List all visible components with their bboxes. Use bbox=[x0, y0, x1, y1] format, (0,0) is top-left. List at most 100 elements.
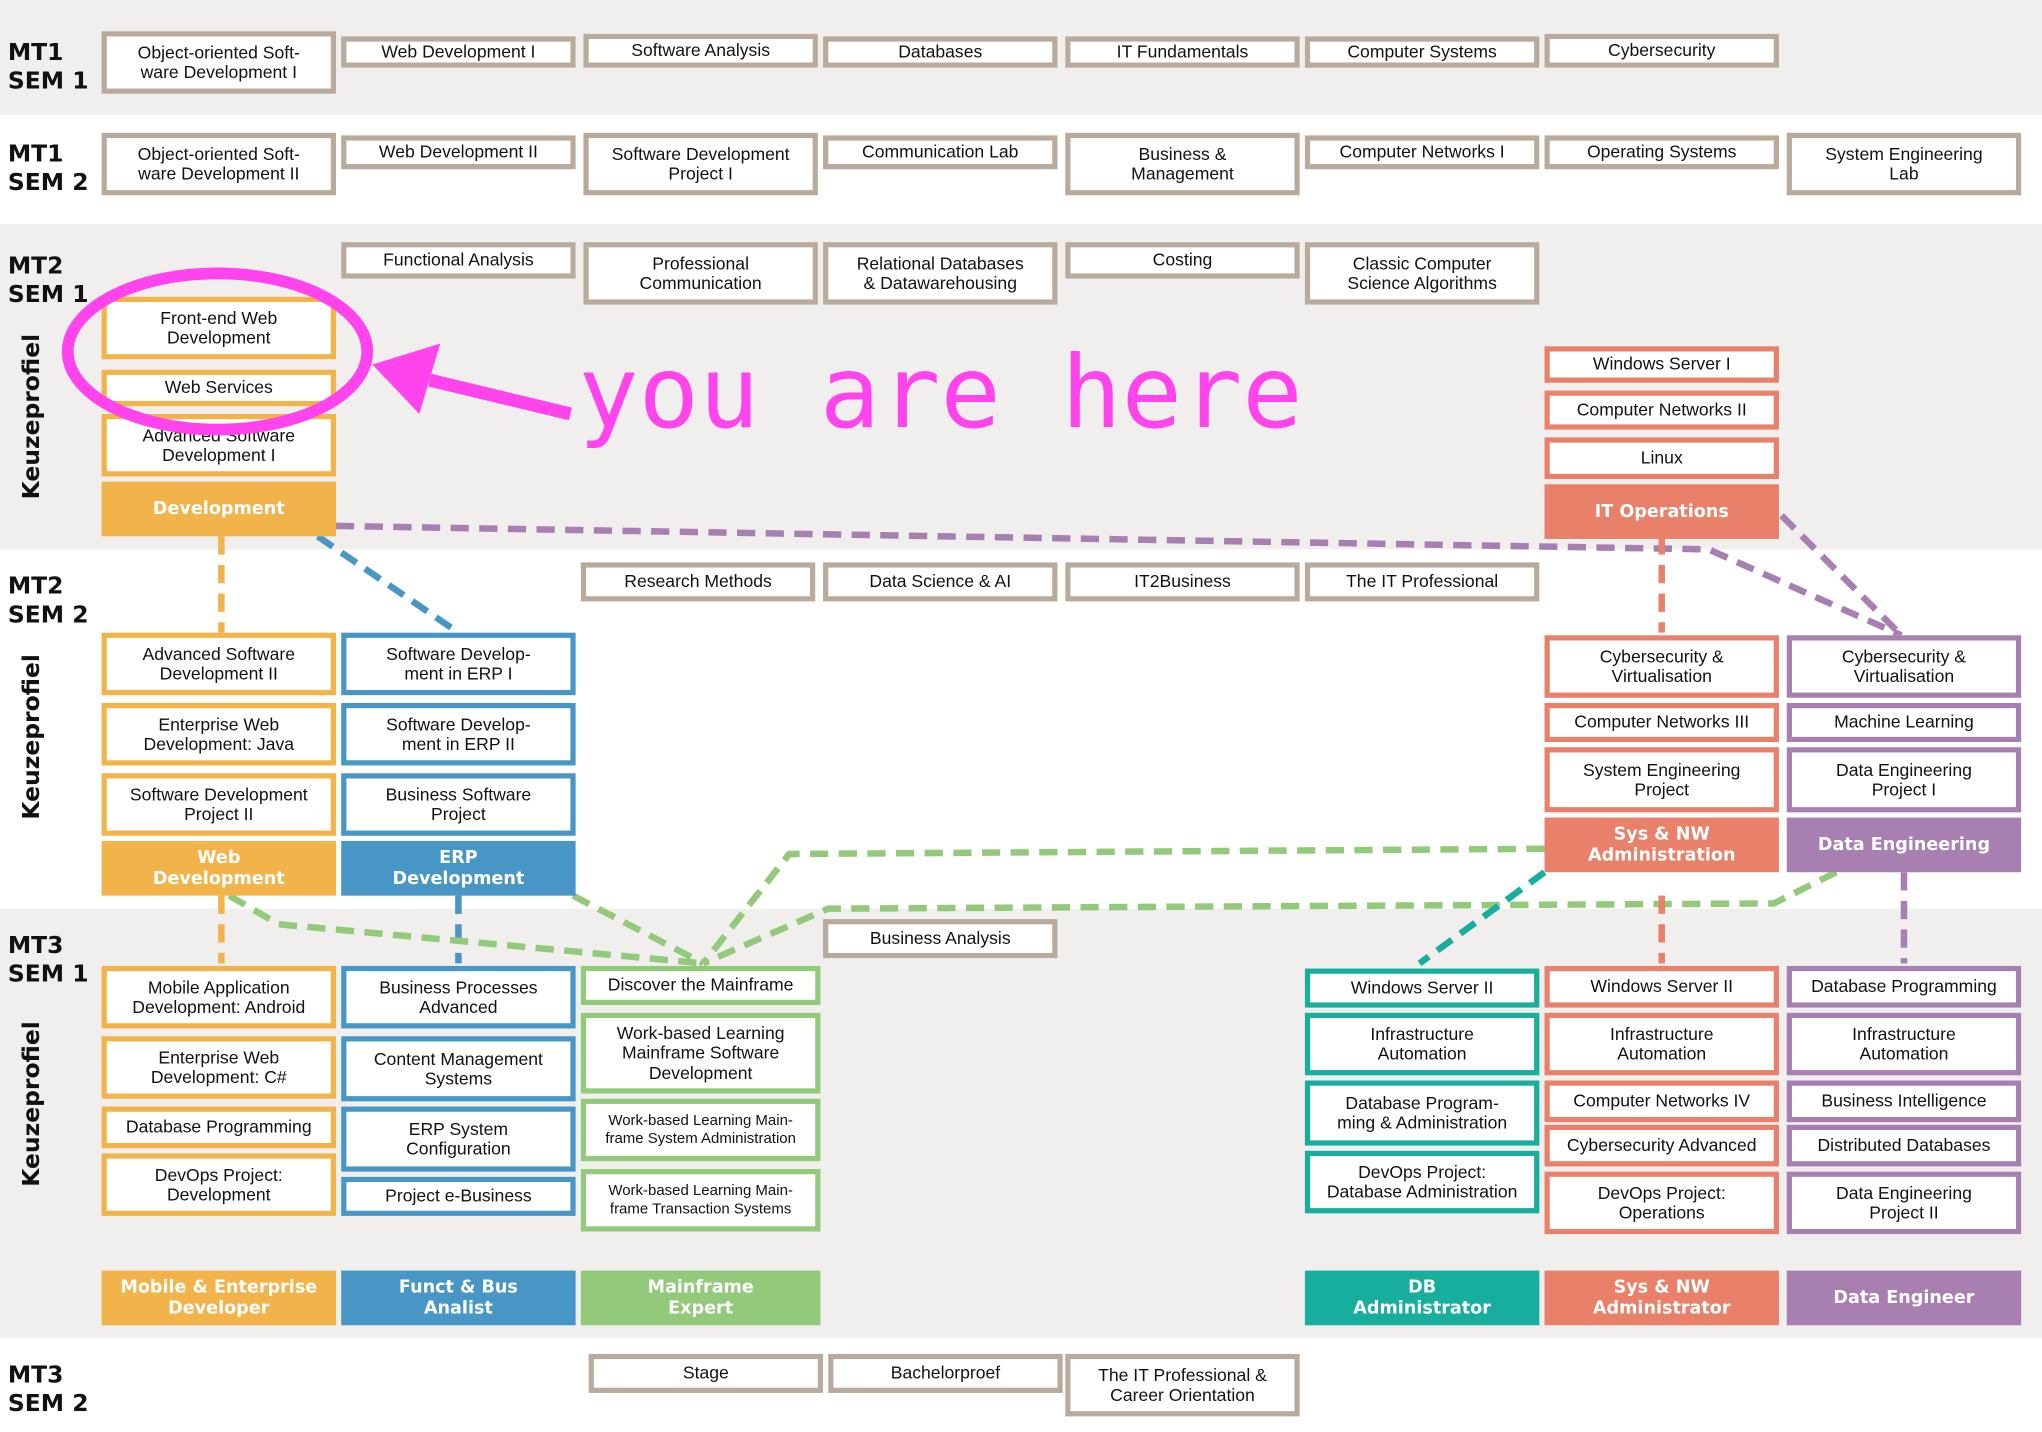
course-box-front-end-web-development: Front-end Web Development bbox=[101, 296, 336, 360]
semester-label-mt1s2: MT1 SEM 2 bbox=[7, 140, 89, 197]
connector-sysnw-to-mainframe bbox=[700, 845, 1545, 966]
course-box-database-program-ming-administration: Database Program- ming & Administration bbox=[1304, 1080, 1540, 1146]
course-box-cybersecurity-virtualisation: Cybersecurity & Virtualisation bbox=[1544, 635, 1779, 698]
outcome-role-db-administrator: DB Administrator bbox=[1304, 1270, 1540, 1326]
course-box-erp-system-configuration: ERP System Configuration bbox=[341, 1106, 576, 1172]
course-box-data-engineering-project-i: Data Engineering Project I bbox=[1786, 747, 2022, 813]
course-box-software-analysis: Software Analysis bbox=[583, 33, 818, 68]
course-box-software-development-project-ii: Software Development Project II bbox=[101, 773, 336, 836]
course-box-the-it-professional: The IT Professional bbox=[1304, 562, 1540, 602]
outcome-role-mainframe-expert: Mainframe Expert bbox=[580, 1270, 821, 1326]
course-box-content-management-systems: Content Management Systems bbox=[341, 1036, 576, 1102]
arrow-shaft bbox=[428, 373, 572, 421]
connector-erp-to-mainframe bbox=[571, 892, 705, 967]
course-box-business-processes-advanced: Business Processes Advanced bbox=[341, 965, 576, 1029]
outcome-role-funct-bus-analist: Funct & Bus Analist bbox=[341, 1270, 576, 1326]
course-box-computer-systems: Computer Systems bbox=[1304, 36, 1540, 68]
semester-label-mt3s1: MT3 SEM 1 bbox=[7, 932, 89, 989]
course-box-enterprise-web-development-java: Enterprise Web Development: Java bbox=[101, 702, 336, 766]
course-box-infrastructure-automation: Infrastructure Automation bbox=[1786, 1012, 2022, 1076]
course-box-system-engineering-lab: System Engineering Lab bbox=[1786, 132, 2022, 196]
semester-label-mt3s2: MT3 SEM 2 bbox=[7, 1361, 89, 1418]
you-are-here-text: you are here bbox=[578, 335, 1303, 452]
course-box-enterprise-web-development-c: Enterprise Web Development: C# bbox=[101, 1036, 336, 1099]
course-box-work-based-learning-mainframe-software-development: Work-based Learning Mainframe Software D… bbox=[580, 1012, 821, 1094]
course-box-database-programming: Database Programming bbox=[101, 1106, 336, 1149]
course-box-database-programming: Database Programming bbox=[1786, 965, 2022, 1008]
course-box-web-development-i: Web Development I bbox=[341, 36, 576, 68]
course-box-linux: Linux bbox=[1544, 437, 1779, 480]
course-box-databases: Databases bbox=[823, 36, 1058, 68]
semester-label-mt2s2: MT2 SEM 2 bbox=[7, 572, 89, 629]
course-box-windows-server-ii: Windows Server II bbox=[1304, 968, 1540, 1008]
course-box-software-development-project-i: Software Development Project I bbox=[583, 132, 818, 196]
course-box-software-develop-ment-in-erp-i: Software Develop- ment in ERP I bbox=[341, 632, 576, 696]
connector-data-eng-to-mainframe bbox=[701, 869, 1838, 967]
arrow-head-icon bbox=[372, 343, 441, 414]
course-box-advanced-software-development-ii: Advanced Software Development II bbox=[101, 632, 336, 696]
course-box-devops-project-development: DevOps Project: Development bbox=[101, 1153, 336, 1216]
course-box-bachelorproef: Bachelorproef bbox=[828, 1353, 1063, 1393]
course-box-business-analysis: Business Analysis bbox=[823, 919, 1058, 959]
course-box-windows-server-i: Windows Server I bbox=[1544, 346, 1779, 383]
track-header-erp-development: ERP Development bbox=[341, 840, 576, 896]
course-box-cybersecurity-advanced: Cybersecurity Advanced bbox=[1544, 1124, 1779, 1167]
course-box-cybersecurity-virtualisation: Cybersecurity & Virtualisation bbox=[1786, 635, 2022, 698]
course-box-functional-analysis: Functional Analysis bbox=[341, 242, 576, 279]
course-box-business-intelligence: Business Intelligence bbox=[1786, 1080, 2022, 1123]
course-box-professional-communication: Professional Communication bbox=[583, 242, 818, 305]
course-box-computer-networks-iii: Computer Networks III bbox=[1544, 702, 1779, 743]
course-box-operating-systems: Operating Systems bbox=[1544, 135, 1779, 170]
course-box-software-develop-ment-in-erp-ii: Software Develop- ment in ERP II bbox=[341, 702, 576, 766]
course-box-classic-computer-science-algorithms: Classic Computer Science Algorithms bbox=[1304, 242, 1540, 305]
course-box-business-management: Business & Management bbox=[1065, 132, 1300, 196]
semester-label-mt1s1: MT1 SEM 1 bbox=[7, 39, 89, 96]
course-box-research-methods: Research Methods bbox=[580, 562, 816, 602]
track-header-web-development: Web Development bbox=[101, 840, 336, 896]
track-header-sys-nw-administration: Sys & NW Administration bbox=[1544, 817, 1779, 873]
course-box-project-e-business: Project e-Business bbox=[341, 1176, 576, 1216]
course-box-data-science-ai: Data Science & AI bbox=[823, 562, 1058, 602]
course-box-costing: Costing bbox=[1065, 242, 1300, 279]
semester-label-mt2s1: MT2 SEM 1 bbox=[7, 252, 89, 309]
course-box-distributed-databases: Distributed Databases bbox=[1786, 1124, 2022, 1167]
course-box-computer-networks-iv: Computer Networks IV bbox=[1544, 1080, 1779, 1123]
outcome-role-sys-nw-administrator: Sys & NW Administrator bbox=[1544, 1270, 1779, 1326]
course-box-it-fundamentals: IT Fundamentals bbox=[1065, 36, 1300, 68]
course-box-mobile-application-development-android: Mobile Application Development: Android bbox=[101, 965, 336, 1029]
course-box-work-based-learning-main-frame-system-administration: Work-based Learning Main- frame System A… bbox=[580, 1098, 821, 1162]
track-header-data-engineering: Data Engineering bbox=[1786, 817, 2022, 873]
course-box-web-services: Web Services bbox=[101, 369, 336, 407]
course-box-work-based-learning-main-frame-transaction-systems: Work-based Learning Main- frame Transact… bbox=[580, 1169, 821, 1232]
course-box-it2business: IT2Business bbox=[1065, 562, 1300, 602]
course-box-communication-lab: Communication Lab bbox=[823, 135, 1058, 170]
track-header-it-operations: IT Operations bbox=[1544, 484, 1779, 539]
course-box-relational-databases-datawarehousing: Relational Databases & Datawarehousing bbox=[823, 242, 1058, 305]
course-box-infrastructure-automation: Infrastructure Automation bbox=[1304, 1012, 1540, 1076]
course-box-devops-project-database-administration: DevOps Project: Database Administration bbox=[1304, 1150, 1540, 1214]
outcome-role-mobile-enterprise-developer: Mobile & Enterprise Developer bbox=[101, 1270, 336, 1326]
course-box-web-development-ii: Web Development II bbox=[341, 135, 576, 170]
course-box-object-oriented-soft-ware-development-ii: Object-oriented Soft- ware Development I… bbox=[101, 132, 336, 196]
course-box-object-oriented-soft-ware-development-i: Object-oriented Soft- ware Development I bbox=[101, 31, 336, 94]
course-box-devops-project-operations: DevOps Project: Operations bbox=[1544, 1171, 1779, 1235]
course-box-discover-the-mainframe: Discover the Mainframe bbox=[580, 965, 821, 1006]
track-header-development: Development bbox=[101, 481, 336, 537]
outcome-role-data-engineer: Data Engineer bbox=[1786, 1270, 2022, 1326]
course-box-windows-server-ii: Windows Server II bbox=[1544, 965, 1779, 1008]
connector-sysnw-to-db-admin bbox=[1417, 869, 1547, 966]
course-box-machine-learning: Machine Learning bbox=[1786, 702, 2022, 743]
course-box-cybersecurity: Cybersecurity bbox=[1544, 33, 1779, 68]
course-box-system-engineering-project: System Engineering Project bbox=[1544, 747, 1779, 813]
course-box-computer-networks-ii: Computer Networks II bbox=[1544, 390, 1779, 430]
course-box-computer-networks-i: Computer Networks I bbox=[1304, 135, 1540, 170]
highlight-circle bbox=[61, 267, 374, 436]
course-box-stage: Stage bbox=[588, 1353, 824, 1393]
course-box-business-software-project: Business Software Project bbox=[341, 773, 576, 836]
course-box-infrastructure-automation: Infrastructure Automation bbox=[1544, 1012, 1779, 1076]
course-box-the-it-professional-career-orientation: The IT Professional & Career Orientation bbox=[1065, 1353, 1300, 1417]
course-box-data-engineering-project-ii: Data Engineering Project II bbox=[1786, 1171, 2022, 1235]
